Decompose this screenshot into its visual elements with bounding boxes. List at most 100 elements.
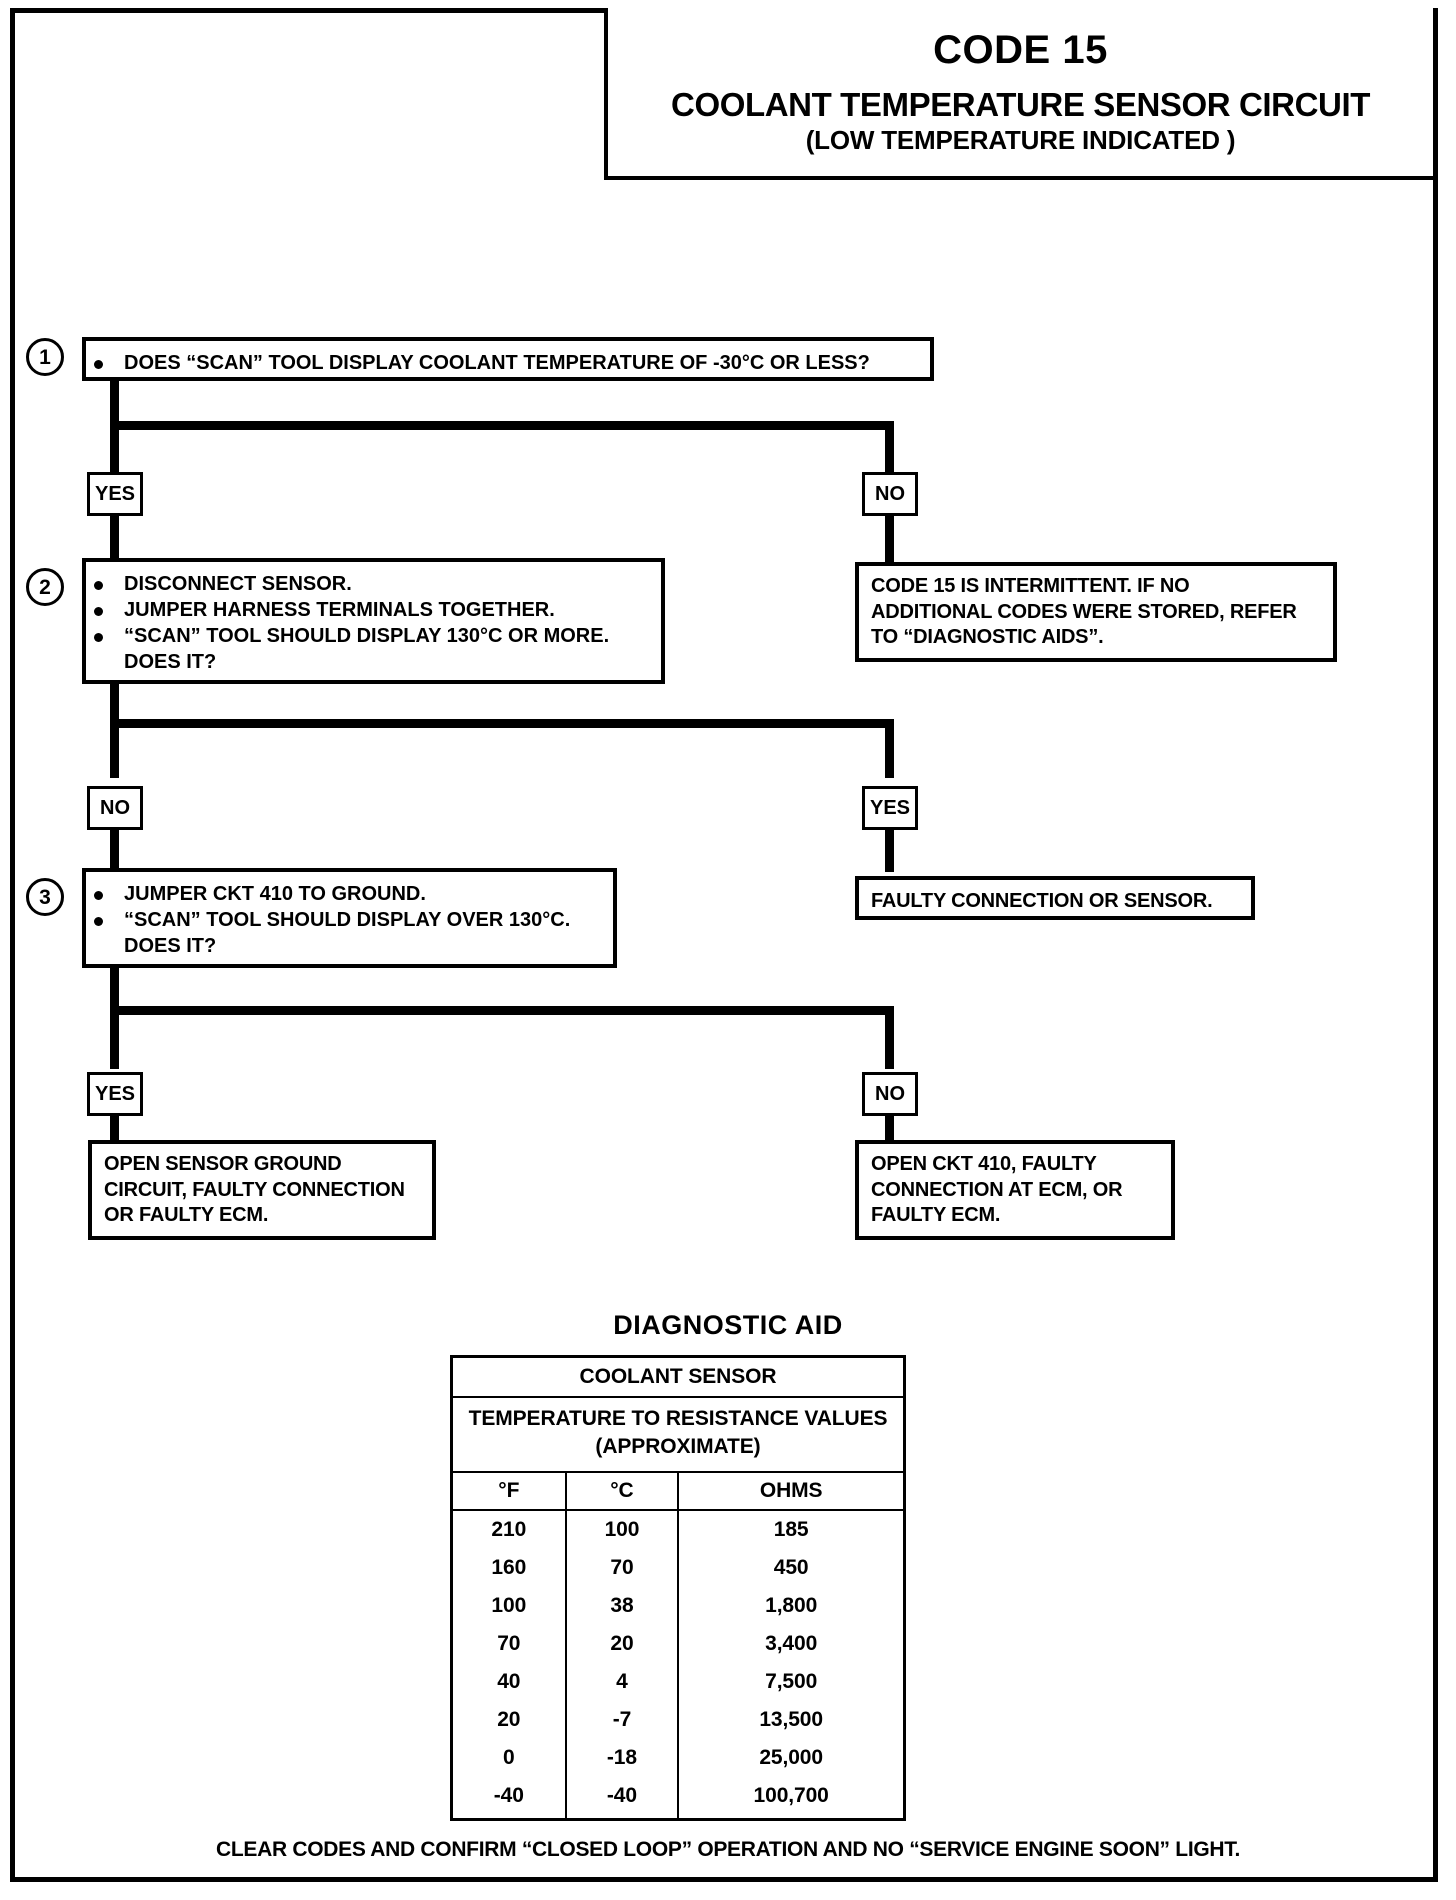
outcome-intermittent-line-1: CODE 15 IS INTERMITTENT. IF NO <box>871 575 1190 597</box>
step-3-bullet-2: “SCAN” TOOL SHOULD DISPLAY OVER 130°C. D… <box>86 907 613 959</box>
table-header-row-1: COOLANT SENSOR <box>450 1355 906 1398</box>
step-number-2: 2 <box>26 568 64 606</box>
sub-title: (LOW TEMPERATURE INDICATED ) <box>805 125 1236 155</box>
outcome-open-sensor-ground-box: OPEN SENSOR GROUND CIRCUIT, FAULTY CONNE… <box>88 1140 436 1240</box>
column-header-celsius: °C <box>564 1470 680 1511</box>
cell-celsius: 4 <box>564 1662 680 1701</box>
connector-2-stem <box>110 684 119 729</box>
branch-1-no: NO <box>862 472 918 516</box>
step-3-bullet-1: JUMPER CKT 410 TO GROUND. <box>86 881 613 907</box>
step-2-bullet-3-cont: DOES IT? <box>124 651 217 673</box>
outcome-intermittent-line-3: TO “DIAGNOSTIC AIDS”. <box>871 626 1104 649</box>
cell-celsius: 20 <box>564 1624 680 1663</box>
bullet-dot-icon <box>94 891 103 901</box>
connector-yes1-to-step2 <box>110 512 119 562</box>
cell-celsius: 70 <box>564 1548 680 1587</box>
cell-ohms: 25,000 <box>677 1738 906 1777</box>
step-1-box: DOES “SCAN” TOOL DISPLAY COOLANT TEMPERA… <box>82 337 934 381</box>
title-block: CODE 15 COOLANT TEMPERATURE SENSOR CIRCU… <box>604 8 1433 180</box>
outcome-faulty-connection-box: FAULTY CONNECTION OR SENSOR. <box>855 876 1255 920</box>
cell-fahrenheit: -40 <box>450 1776 567 1820</box>
cell-fahrenheit: 40 <box>450 1662 567 1701</box>
table-column-header-row: °F °C OHMS <box>450 1470 906 1511</box>
cell-fahrenheit: 0 <box>450 1738 567 1777</box>
diagnostic-aid-title: DIAGNOSTIC AID <box>613 1310 843 1340</box>
step-2-box: DISCONNECT SENSOR. JUMPER HARNESS TERMIN… <box>82 558 665 684</box>
outcome-open-sensor-ground-line-1: OPEN SENSOR GROUND <box>104 1153 342 1175</box>
connector-1-bar <box>110 421 894 430</box>
connector-1-left-drop <box>110 421 119 478</box>
cell-fahrenheit: 100 <box>450 1586 567 1625</box>
cell-fahrenheit: 20 <box>450 1700 567 1739</box>
connector-3-left-drop <box>110 1006 119 1069</box>
cell-ohms: 450 <box>677 1548 906 1587</box>
cell-fahrenheit: 210 <box>450 1509 567 1549</box>
branch-2-yes: YES <box>862 786 918 830</box>
connector-2-bar <box>110 719 894 728</box>
connector-no2-to-step3 <box>110 826 119 872</box>
step-2-bullet-1: DISCONNECT SENSOR. <box>86 571 661 597</box>
cell-celsius: -18 <box>564 1738 680 1777</box>
bullet-dot-icon <box>94 607 103 617</box>
cell-celsius: 38 <box>564 1586 680 1625</box>
cell-ohms: 3,400 <box>677 1624 906 1663</box>
coolant-sensor-resistance-table: COOLANT SENSOR TEMPERATURE TO RESISTANCE… <box>450 1355 906 1821</box>
step-3-bullet-2-cont: DOES IT? <box>124 935 217 957</box>
step-number-1: 1 <box>26 338 64 376</box>
connector-3-stem <box>110 968 119 1013</box>
step-2-bullet-2: JUMPER HARNESS TERMINALS TOGETHER. <box>86 597 661 623</box>
connector-no1-to-intermittent <box>885 512 894 562</box>
cell-fahrenheit: 160 <box>450 1548 567 1587</box>
outcome-open-ckt-410-line-2: CONNECTION AT ECM, OR <box>871 1178 1123 1201</box>
connector-2-right-drop <box>885 719 894 778</box>
cell-ohms: 7,500 <box>677 1662 906 1701</box>
table-header-row-2: TEMPERATURE TO RESISTANCE VALUES (APPROX… <box>450 1396 906 1473</box>
cell-ohms: 100,700 <box>677 1776 906 1820</box>
outcome-open-ckt-410-line-3: FAULTY ECM. <box>871 1204 1001 1227</box>
branch-3-yes: YES <box>87 1072 143 1116</box>
branch-2-no: NO <box>87 786 143 830</box>
outcome-intermittent-box: CODE 15 IS INTERMITTENT. IF NO ADDITIONA… <box>855 562 1337 662</box>
step-2-bullet-3: “SCAN” TOOL SHOULD DISPLAY 130°C OR MORE… <box>86 623 661 675</box>
cell-fahrenheit: 70 <box>450 1624 567 1663</box>
connector-1-right-drop <box>885 421 894 478</box>
cell-celsius: -7 <box>564 1700 680 1739</box>
step-1-bullet-1: DOES “SCAN” TOOL DISPLAY COOLANT TEMPERA… <box>86 350 930 376</box>
outcome-open-ckt-410-line-1: OPEN CKT 410, FAULTY <box>871 1153 1097 1175</box>
outcome-open-ckt-410-box: OPEN CKT 410, FAULTY CONNECTION AT ECM, … <box>855 1140 1175 1240</box>
code-title: CODE 15 <box>933 28 1108 72</box>
connector-yes3-to-open-ground <box>110 1112 119 1142</box>
connector-1-stem <box>110 381 119 426</box>
column-header-fahrenheit: °F <box>450 1470 567 1511</box>
cell-celsius: -40 <box>564 1776 680 1820</box>
outcome-open-sensor-ground-line-2: CIRCUIT, FAULTY CONNECTION <box>104 1178 405 1201</box>
step-3-box: JUMPER CKT 410 TO GROUND. “SCAN” TOOL SH… <box>82 868 617 968</box>
bullet-dot-icon <box>94 633 103 643</box>
outcome-open-sensor-ground-line-3: OR FAULTY ECM. <box>104 1204 269 1227</box>
table-header-temp-resistance: TEMPERATURE TO RESISTANCE VALUES (APPROX… <box>450 1396 906 1473</box>
table-header-temp-resistance-line-1: TEMPERATURE TO RESISTANCE VALUES <box>468 1407 888 1430</box>
outcome-faulty-connection-line-1: FAULTY CONNECTION OR SENSOR. <box>871 890 1213 912</box>
branch-1-yes: YES <box>87 472 143 516</box>
table-header-coolant-sensor: COOLANT SENSOR <box>450 1355 906 1398</box>
bullet-dot-icon <box>94 360 103 370</box>
step-number-3: 3 <box>26 878 64 916</box>
footer-note: CLEAR CODES AND CONFIRM “CLOSED LOOP” OP… <box>215 1838 1240 1861</box>
cell-ohms: 13,500 <box>677 1700 906 1739</box>
connector-yes2-to-faulty <box>885 826 894 872</box>
connector-3-right-drop <box>885 1006 894 1069</box>
main-title: COOLANT TEMPERATURE SENSOR CIRCUIT <box>671 86 1370 123</box>
cell-celsius: 100 <box>564 1509 680 1549</box>
outcome-intermittent-line-2: ADDITIONAL CODES WERE STORED, REFER <box>871 600 1297 623</box>
bullet-dot-icon <box>94 581 103 591</box>
cell-ohms: 185 <box>677 1509 906 1549</box>
connector-no3-to-open-ckt <box>885 1112 894 1142</box>
